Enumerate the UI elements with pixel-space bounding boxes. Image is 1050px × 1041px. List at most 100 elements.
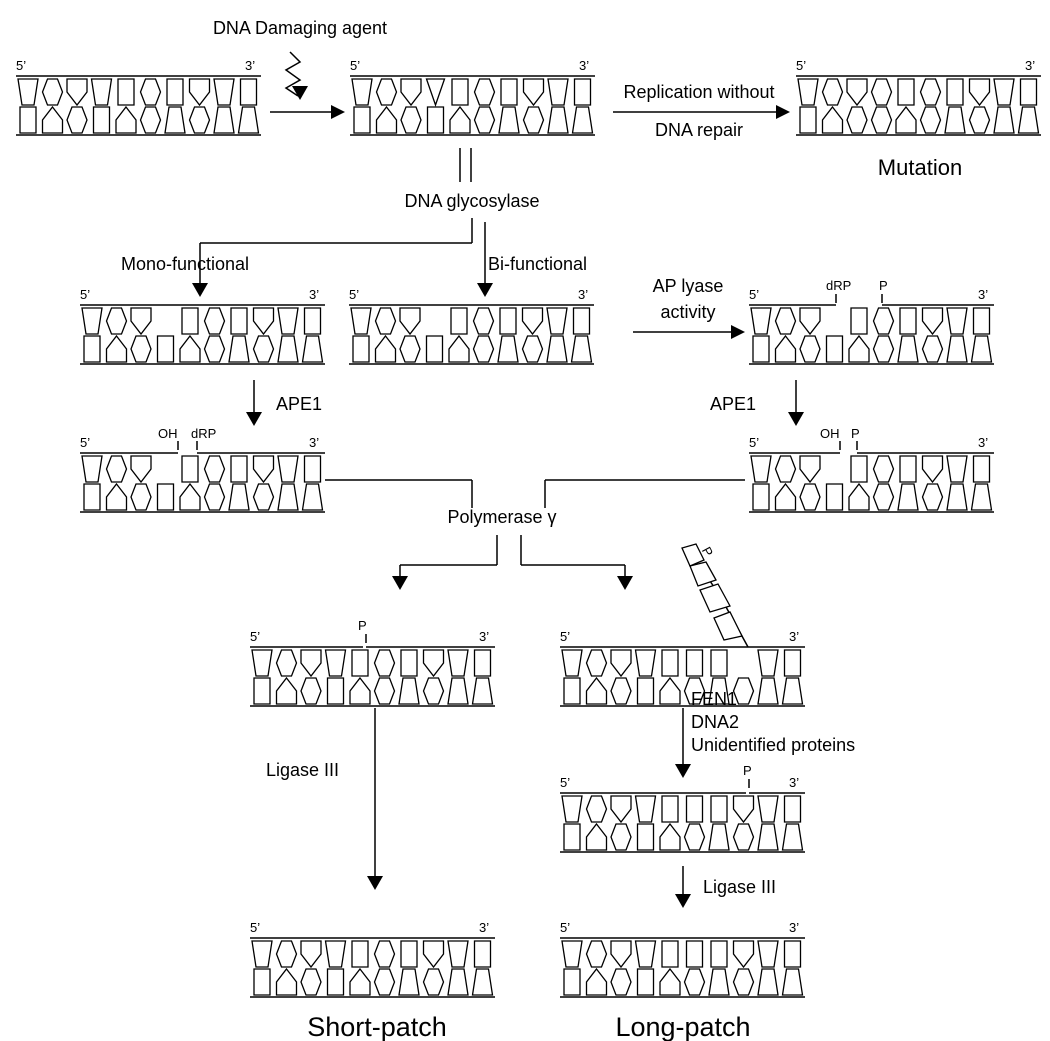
five-prime-label: 5’ (350, 58, 360, 73)
top-base (783, 795, 802, 823)
bottom-base (277, 335, 299, 363)
top-base (275, 649, 298, 677)
bottom-base (400, 106, 422, 134)
three-prime-label: 3’ (978, 287, 988, 302)
three-prime-label: 3’ (978, 435, 988, 450)
top-base (710, 940, 728, 968)
bottom-base (422, 968, 445, 996)
arrowhead-damage (331, 105, 345, 119)
five-prime-label: 5’ (560, 629, 570, 644)
top-base (66, 78, 88, 107)
arrowhead-mono (192, 283, 208, 297)
top-base (634, 795, 657, 823)
top-base (750, 307, 772, 335)
bottom-base (708, 968, 730, 996)
p-label-short-patch: P (358, 618, 367, 633)
five-prime-label: 5’ (16, 58, 26, 73)
bottom-base (732, 968, 755, 996)
top-base (946, 307, 968, 335)
top-base (547, 78, 569, 106)
three-prime-label: 3’ (1025, 58, 1035, 73)
bottom-base (799, 335, 821, 363)
bottom-base (781, 677, 804, 705)
top-base (81, 307, 103, 335)
top-base (546, 307, 568, 335)
bottom-base (349, 967, 371, 996)
top-base (585, 649, 608, 677)
top-base (181, 307, 199, 335)
bottom-base (301, 335, 324, 363)
three-prime-label: 3’ (578, 287, 588, 302)
top-base (561, 795, 583, 823)
top-base (373, 940, 396, 968)
top-base (972, 455, 991, 483)
bottom-base (179, 482, 201, 511)
bottom-base (522, 106, 545, 134)
five-prime-label: 5’ (560, 775, 570, 790)
top-base (610, 795, 632, 824)
top-base (400, 78, 422, 107)
top-base (634, 649, 657, 677)
connectors (192, 86, 804, 908)
top-base (139, 78, 162, 106)
displaced-flap (681, 543, 749, 648)
bottom-base (253, 968, 271, 996)
bottom-base (846, 106, 868, 134)
three-prime-label: 3’ (309, 435, 319, 450)
bottom-base (83, 335, 101, 363)
bottom-base (610, 823, 632, 851)
top-base (561, 940, 583, 968)
bottom-base (636, 968, 655, 996)
top-base (275, 940, 298, 968)
bottom-base (277, 483, 299, 511)
top-base (473, 78, 496, 106)
duplex-abasic-bi: 5’ 3’ (349, 287, 594, 365)
fen1-label: FEN1 (691, 689, 737, 709)
bottom-base (968, 106, 991, 134)
polymerase-label: Polymerase γ (447, 507, 556, 527)
bottom-base (139, 106, 162, 134)
arrowhead-long (617, 576, 633, 590)
bottom-base (497, 335, 519, 363)
bottom-base (92, 106, 111, 134)
bottom-base (708, 677, 730, 705)
five-prime-label: 5’ (349, 287, 359, 302)
top-base (375, 78, 398, 106)
top-base (81, 455, 103, 483)
bottom-base (708, 823, 730, 851)
bottom-base (683, 968, 706, 996)
bottom-base (130, 335, 152, 363)
bottom-base (471, 968, 494, 996)
top-base (500, 78, 518, 106)
top-base (422, 940, 445, 969)
bottom-base (237, 106, 260, 134)
bottom-base (921, 483, 944, 511)
five-prime-label: 5’ (749, 287, 759, 302)
top-base (251, 940, 273, 968)
flap-base (689, 561, 717, 587)
top-base (774, 455, 797, 483)
bottom-base (563, 823, 581, 851)
bottom-base (636, 677, 655, 705)
duplex-short-final: 5’3’ (250, 920, 495, 998)
top-base (799, 455, 821, 484)
bottom-base (546, 335, 568, 363)
ligase-right-label: Ligase III (703, 877, 776, 897)
top-base (521, 307, 544, 336)
bottom-base (659, 822, 681, 851)
bottom-base (66, 106, 88, 134)
top-base (750, 455, 772, 483)
top-base (899, 455, 917, 483)
arrowhead-ape1-left (246, 412, 262, 426)
duplex-long-fill: 5’3’ (560, 629, 805, 707)
top-base (799, 307, 821, 336)
long-patch-label: Long-patch (615, 1012, 750, 1041)
top-base (351, 649, 369, 677)
flap-base (713, 611, 743, 641)
top-base (450, 307, 468, 335)
bottom-base (610, 968, 632, 996)
top-base (473, 940, 492, 968)
bottom-base (374, 334, 397, 363)
bottom-base (1017, 106, 1040, 134)
bottom-base (275, 676, 298, 705)
